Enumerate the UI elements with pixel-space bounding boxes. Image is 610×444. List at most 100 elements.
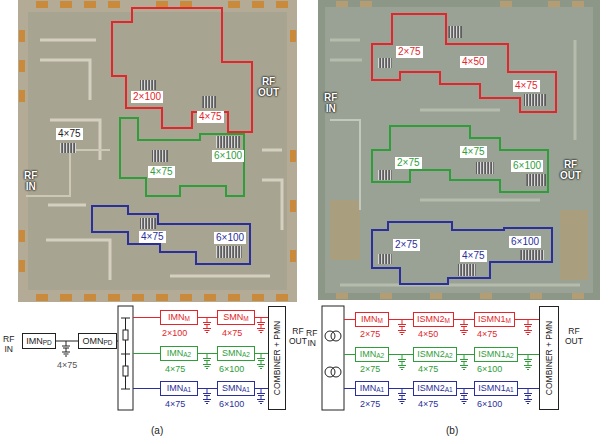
block-subscript: A2 [506, 353, 514, 360]
matching-network-box: ISMN1A2 [474, 347, 518, 362]
die-photo-b-part [318, 0, 600, 300]
matching-network-box: IMNA1 [355, 381, 389, 396]
die-photo-a-part-part [228, 294, 240, 301]
matching-network-box: SMNA2 [217, 346, 255, 361]
die-photo-a-part [92, 206, 250, 264]
die-photo-b-part [526, 174, 546, 186]
block-name: IMN [361, 315, 378, 324]
matching-network-box: IMNM [160, 310, 198, 325]
die-photo-b-part-part [480, 293, 492, 299]
device-size-label: 4×75 [222, 328, 242, 338]
signal-line [255, 388, 268, 389]
signal-line [255, 317, 268, 318]
die-photo-a-part-part [60, 1, 72, 8]
device-size-label: 4×75 [148, 166, 175, 178]
device-size-label: 2×75 [396, 46, 423, 58]
schematic-a-part [133, 353, 160, 354]
device-size-label: 6×100 [214, 232, 246, 244]
signal-line [255, 353, 268, 354]
schematic-b-part [524, 389, 532, 404]
die-photo-b-part-part [360, 1, 372, 7]
combiner-box: COMBINER + PMN [268, 306, 286, 410]
schematic-b-part [460, 355, 468, 370]
device-size-label: 6×100 [477, 399, 502, 409]
signal-line [389, 319, 413, 320]
die-photo-a-part-part [180, 1, 192, 8]
matching-network-box: IMNPD [22, 333, 56, 349]
device-size-label: 4×75 [460, 250, 487, 262]
die-photo-b-part [330, 120, 360, 210]
die-photo-a-part [112, 8, 252, 132]
device-size-label: 2×75 [360, 364, 380, 374]
die-photo-a-part-part [252, 1, 264, 8]
device-size-label: 6×100 [477, 364, 502, 374]
die-photo-a-part [26, 150, 110, 196]
die-photo-b-part [520, 250, 544, 260]
die-photo-a-part-part [36, 1, 48, 8]
die-photo-b-part-part [548, 1, 560, 7]
die-photo-a-part-part [19, 60, 25, 72]
schematic-a-part [121, 318, 130, 389]
block-subscript: A1 [242, 387, 250, 394]
die-photo-a-part-part [276, 294, 288, 301]
die-photo-b-part [325, 7, 593, 293]
die-photo-a-part [40, 40, 282, 280]
matching-network-box: IMNA1 [160, 381, 198, 396]
signal-line [389, 354, 413, 355]
device-size-label: 4×75 [460, 146, 487, 158]
die-photo-a-part-part [228, 1, 240, 8]
port-label: RF OUT [565, 326, 583, 346]
die-photo-a-part-part [108, 1, 120, 8]
block-subscript: A2 [445, 353, 453, 360]
block-name: ISMN2 [417, 384, 445, 393]
schematic-b-part [460, 389, 468, 404]
die-photo-a-part-part [290, 200, 296, 212]
schematic-b-part [331, 367, 341, 377]
block-name: ISMN1 [478, 350, 506, 359]
block-subscript: A2 [242, 352, 250, 359]
die-photo-a-part-part [19, 260, 25, 272]
port-label: RF IN [306, 328, 317, 348]
block-name: COMBINER + PMN [545, 321, 554, 395]
schematic-a-part [123, 330, 128, 340]
matching-network-box: ISMN2M [413, 312, 454, 327]
device-size-label: 4×75 [165, 399, 185, 409]
device-size-label: 4×50 [418, 329, 438, 339]
device-size-label: 4×75 [165, 364, 185, 374]
die-photo-a-part-part [290, 150, 296, 162]
signal-line [198, 353, 217, 354]
block-subscript: M [185, 316, 190, 323]
die-photo-a-part [28, 12, 287, 290]
die-photo-a-part [18, 0, 297, 302]
die-photo-b-part-part [572, 293, 584, 299]
signal-line [515, 319, 539, 320]
die-photo-a-part [216, 246, 242, 258]
device-size-label: 6×100 [511, 160, 543, 172]
die-photo-b-part [372, 222, 552, 284]
block-name: SMN [223, 313, 243, 322]
signal-line [518, 354, 539, 355]
port-label: RF IN [324, 92, 337, 114]
schematic-a-part [133, 317, 160, 318]
die-photo-a-part-part [108, 294, 120, 301]
die-photo-b-part-part [430, 293, 442, 299]
block-name: IMN [167, 349, 184, 358]
device-size-label: 4×75 [477, 329, 497, 339]
block-subscript: A2 [376, 353, 384, 360]
matching-network-box: OMNPD [78, 333, 117, 349]
device-size-label: 4×75 [57, 360, 77, 370]
die-photo-a-part-part [276, 1, 288, 8]
block-subscript: M [378, 318, 383, 325]
block-subscript: M [243, 316, 248, 323]
die-photo-a-part [152, 150, 168, 162]
device-size-label: 2×75 [393, 239, 420, 251]
device-size-label: 4×75 [513, 80, 540, 92]
die-photo-a-part-part [180, 294, 192, 301]
device-size-label: 4×50 [460, 56, 487, 68]
device-size-label: 2×100 [162, 328, 187, 338]
device-size-label: 2×75 [395, 157, 422, 169]
schematic-a-part [123, 366, 128, 376]
schematic-a-part [62, 341, 70, 356]
